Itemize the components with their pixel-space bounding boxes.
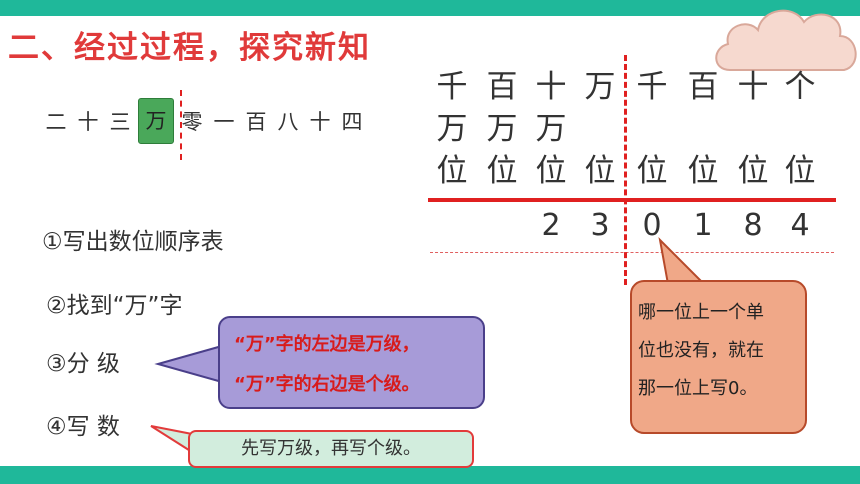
place-char: 个 xyxy=(784,69,816,105)
callout-line: 位也没有，就在 xyxy=(638,340,764,361)
place-header: 百 万 位 xyxy=(478,66,526,192)
place-char: 位 xyxy=(535,153,567,189)
place-char: 万 xyxy=(535,111,567,147)
green-bubble-tail xyxy=(150,425,193,454)
number-word-char: 十 xyxy=(77,110,99,134)
place-char: 万 xyxy=(486,111,518,147)
place-char: 位 xyxy=(687,153,719,189)
place-header: 十 万 位 xyxy=(527,66,575,192)
place-char: 万 xyxy=(584,69,616,105)
purple-callout: “万”字的左边是万级， “万”字的右边是个级。 xyxy=(218,316,485,409)
place-char: 百 xyxy=(486,69,518,105)
callout-line: “万”字的右边是个级。 xyxy=(234,374,420,395)
number-word-char: 一 xyxy=(213,110,235,134)
cloud-decoration xyxy=(715,9,857,71)
wan-divider-line xyxy=(180,90,182,160)
place-char: 位 xyxy=(486,153,518,189)
digit: 0 xyxy=(642,208,662,243)
table-divider-line xyxy=(428,198,836,202)
number-words: 二 十 三 万 零 一 百 八 十 四 xyxy=(40,97,368,145)
place-header: 十 位 xyxy=(729,66,777,192)
callout-line: 哪一位上一个单 xyxy=(638,302,764,323)
place-header: 千 万 位 xyxy=(428,66,476,192)
bottom-bar xyxy=(0,466,860,484)
wan-highlight: 万 xyxy=(138,98,174,144)
step-4: ④写 数 xyxy=(46,414,120,440)
place-char: 位 xyxy=(636,153,668,189)
step-3: ③分 级 xyxy=(46,351,120,377)
step-2: ②找到“万”字 xyxy=(46,293,183,319)
green-callout: 先写万级，再写个级。 xyxy=(188,430,474,468)
place-char: 十 xyxy=(535,69,567,105)
top-bar xyxy=(0,0,860,16)
purple-bubble-tail xyxy=(154,344,223,384)
digit: 2 xyxy=(541,208,561,243)
callout-line: 那一位上写0。 xyxy=(638,378,758,399)
place-char: 千 xyxy=(436,69,468,105)
place-header: 万 位 xyxy=(576,66,624,192)
place-char: 百 xyxy=(687,69,719,105)
number-word-char: 十 xyxy=(309,110,331,134)
place-header: 百 位 xyxy=(679,66,727,192)
number-word-char: 二 xyxy=(45,110,67,134)
number-word-char: 零 xyxy=(181,110,203,134)
digit: 1 xyxy=(693,208,713,243)
place-char: 万 xyxy=(436,111,468,147)
number-word-char: 三 xyxy=(109,110,131,134)
place-char: 千 xyxy=(636,69,668,105)
place-char: 位 xyxy=(737,153,769,189)
orange-bubble-tail xyxy=(658,237,707,285)
place-char: 位 xyxy=(436,153,468,189)
number-word-char: 百 xyxy=(245,110,267,134)
number-word-char: 八 xyxy=(277,110,299,134)
digit: 4 xyxy=(790,208,810,243)
callout-line: “万”字的左边是万级， xyxy=(234,334,420,355)
table-baseline xyxy=(430,252,834,253)
step-1: ①写出数位顺序表 xyxy=(42,229,224,255)
orange-callout: 哪一位上一个单 位也没有，就在 那一位上写0。 xyxy=(630,280,807,434)
digit: 8 xyxy=(743,208,763,243)
place-header: 个 位 xyxy=(776,66,824,192)
place-char: 十 xyxy=(737,69,769,105)
number-word-char: 四 xyxy=(341,110,363,134)
place-header: 千 位 xyxy=(628,66,676,192)
place-char: 位 xyxy=(784,153,816,189)
class-divider-line xyxy=(624,55,627,285)
digit: 3 xyxy=(590,208,610,243)
page-title: 二、经过过程，探究新知 xyxy=(8,30,371,66)
place-char: 位 xyxy=(584,153,616,189)
